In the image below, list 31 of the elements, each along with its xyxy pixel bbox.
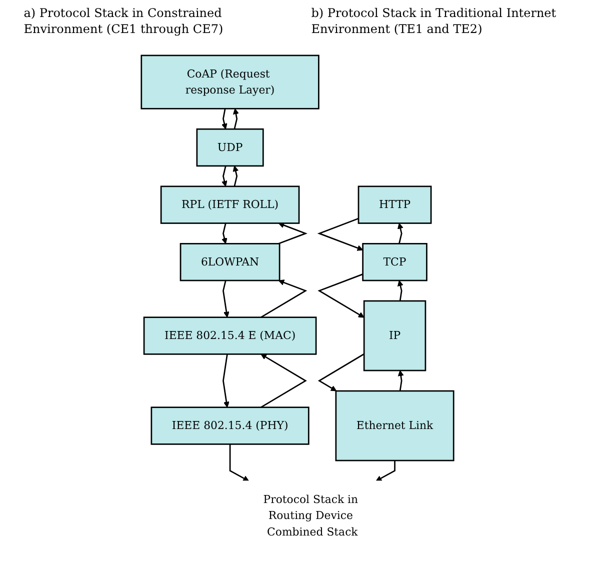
node-box: CoAP (Request response Layer) [140, 54, 320, 110]
arrow [221, 166, 228, 187]
node-box: UDP [196, 128, 264, 167]
node-box: IEEE 802.15.4 (PHY) [150, 406, 310, 445]
stack-heading: a) Protocol Stack in Constrained Environment (CE1 through CE7) [24, 6, 224, 38]
node-box: IEEE 802.15.4 E (MAC) [143, 316, 317, 355]
arrow [260, 280, 308, 318]
arrow [260, 354, 307, 408]
arrow [317, 218, 364, 251]
arrow [229, 444, 250, 482]
node-box: HTTP [358, 186, 432, 224]
arrow [318, 274, 364, 318]
node-box: RPL (IETF ROLL) [160, 186, 300, 224]
arrow [398, 280, 404, 302]
node-text: Protocol Stack in Routing Device Combined Stack [263, 492, 358, 538]
arrow [398, 222, 404, 244]
arrow [233, 108, 239, 130]
arrow [221, 223, 228, 244]
arrow [222, 354, 230, 408]
arrow [221, 108, 228, 130]
node-box: Ethernet Link [335, 390, 454, 462]
arrow [376, 460, 396, 482]
arrow [278, 222, 308, 244]
arrow [232, 166, 239, 187]
node-box: IP [363, 300, 426, 372]
arrow [318, 353, 364, 392]
stack-heading: b) Protocol Stack in Traditional Internet Environment (TE1 and TE2) [311, 6, 558, 38]
node-box: 6LOWPAN [180, 242, 280, 282]
node-box: TCP [362, 242, 428, 282]
arrow [398, 370, 404, 392]
arrow [222, 280, 230, 318]
